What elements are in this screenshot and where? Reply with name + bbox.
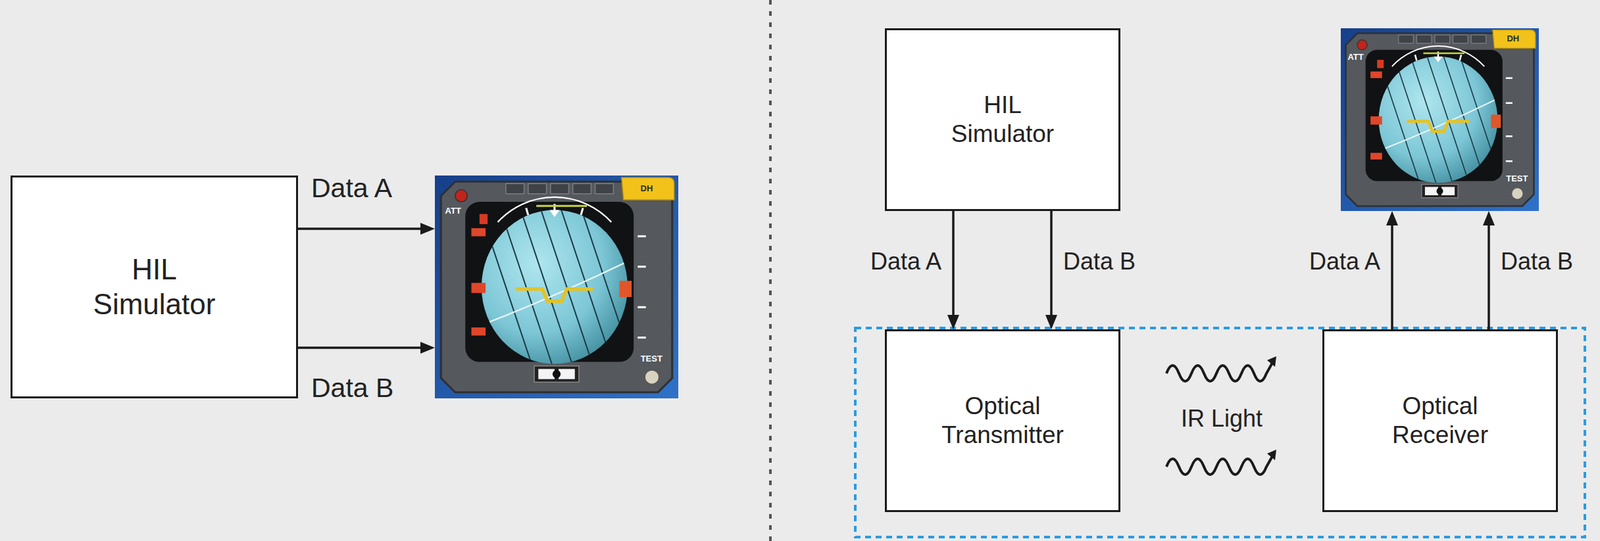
signal-label: Data B <box>1063 247 1136 276</box>
ir-wave-head <box>1267 356 1277 368</box>
indicator-tab: DH <box>640 183 654 193</box>
arrow-head <box>1045 315 1058 330</box>
signal-label: Data B <box>311 372 394 405</box>
indicator-flag: ATT <box>1347 52 1364 62</box>
signal-label: Data A <box>311 172 393 205</box>
data-arrow <box>947 211 960 330</box>
arrow-head <box>420 342 435 354</box>
instrument-drawing <box>434 175 679 399</box>
ir-wave <box>1166 363 1273 475</box>
divider-line <box>769 0 772 541</box>
data-arrow <box>1482 211 1495 330</box>
signal-label: Data B <box>1500 247 1574 276</box>
indicator-tab: DH <box>1506 34 1520 43</box>
data-arrow <box>1386 211 1399 330</box>
signal-label: IR Light <box>1180 404 1263 433</box>
box-label: Optical Receiver <box>1373 392 1508 451</box>
arrow-head <box>947 315 960 330</box>
signal-label: Data A <box>870 247 942 276</box>
box-label: HIL Simulator <box>935 90 1070 150</box>
simulator-box: HIL Simulator <box>10 175 299 399</box>
box-label: HIL Simulator <box>75 252 235 323</box>
arrow-head <box>1482 211 1495 226</box>
indicator-flag: ATT <box>445 205 462 215</box>
arrow-line <box>298 227 422 231</box>
instrument-drawing <box>1340 28 1539 212</box>
test-label: TEST <box>1505 173 1528 183</box>
link-boundary <box>855 328 1585 538</box>
arrow-head <box>420 223 435 235</box>
signal-label: Data A <box>1309 247 1381 276</box>
data-arrow <box>298 342 435 354</box>
data-arrow <box>298 223 435 235</box>
arrow-head <box>1386 211 1399 226</box>
arrow-line <box>1487 224 1491 330</box>
arrow-line <box>951 211 955 317</box>
simulator-box: HIL Simulator <box>884 28 1121 212</box>
data-arrow <box>1045 211 1058 330</box>
attitude-indicator: ATT DH TEST <box>1340 28 1539 212</box>
test-label: TEST <box>640 353 663 363</box>
receiver-box: Optical Receiver <box>1322 329 1558 513</box>
box-label: Optical Transmitter <box>935 392 1070 451</box>
transmitter-box: Optical Transmitter <box>884 329 1121 513</box>
arrow-line <box>1390 224 1394 330</box>
attitude-indicator: ATT DH TEST <box>434 175 679 399</box>
arrow-line <box>298 346 422 350</box>
arrow-line <box>1050 211 1053 317</box>
ir-wave-head <box>1267 450 1277 461</box>
